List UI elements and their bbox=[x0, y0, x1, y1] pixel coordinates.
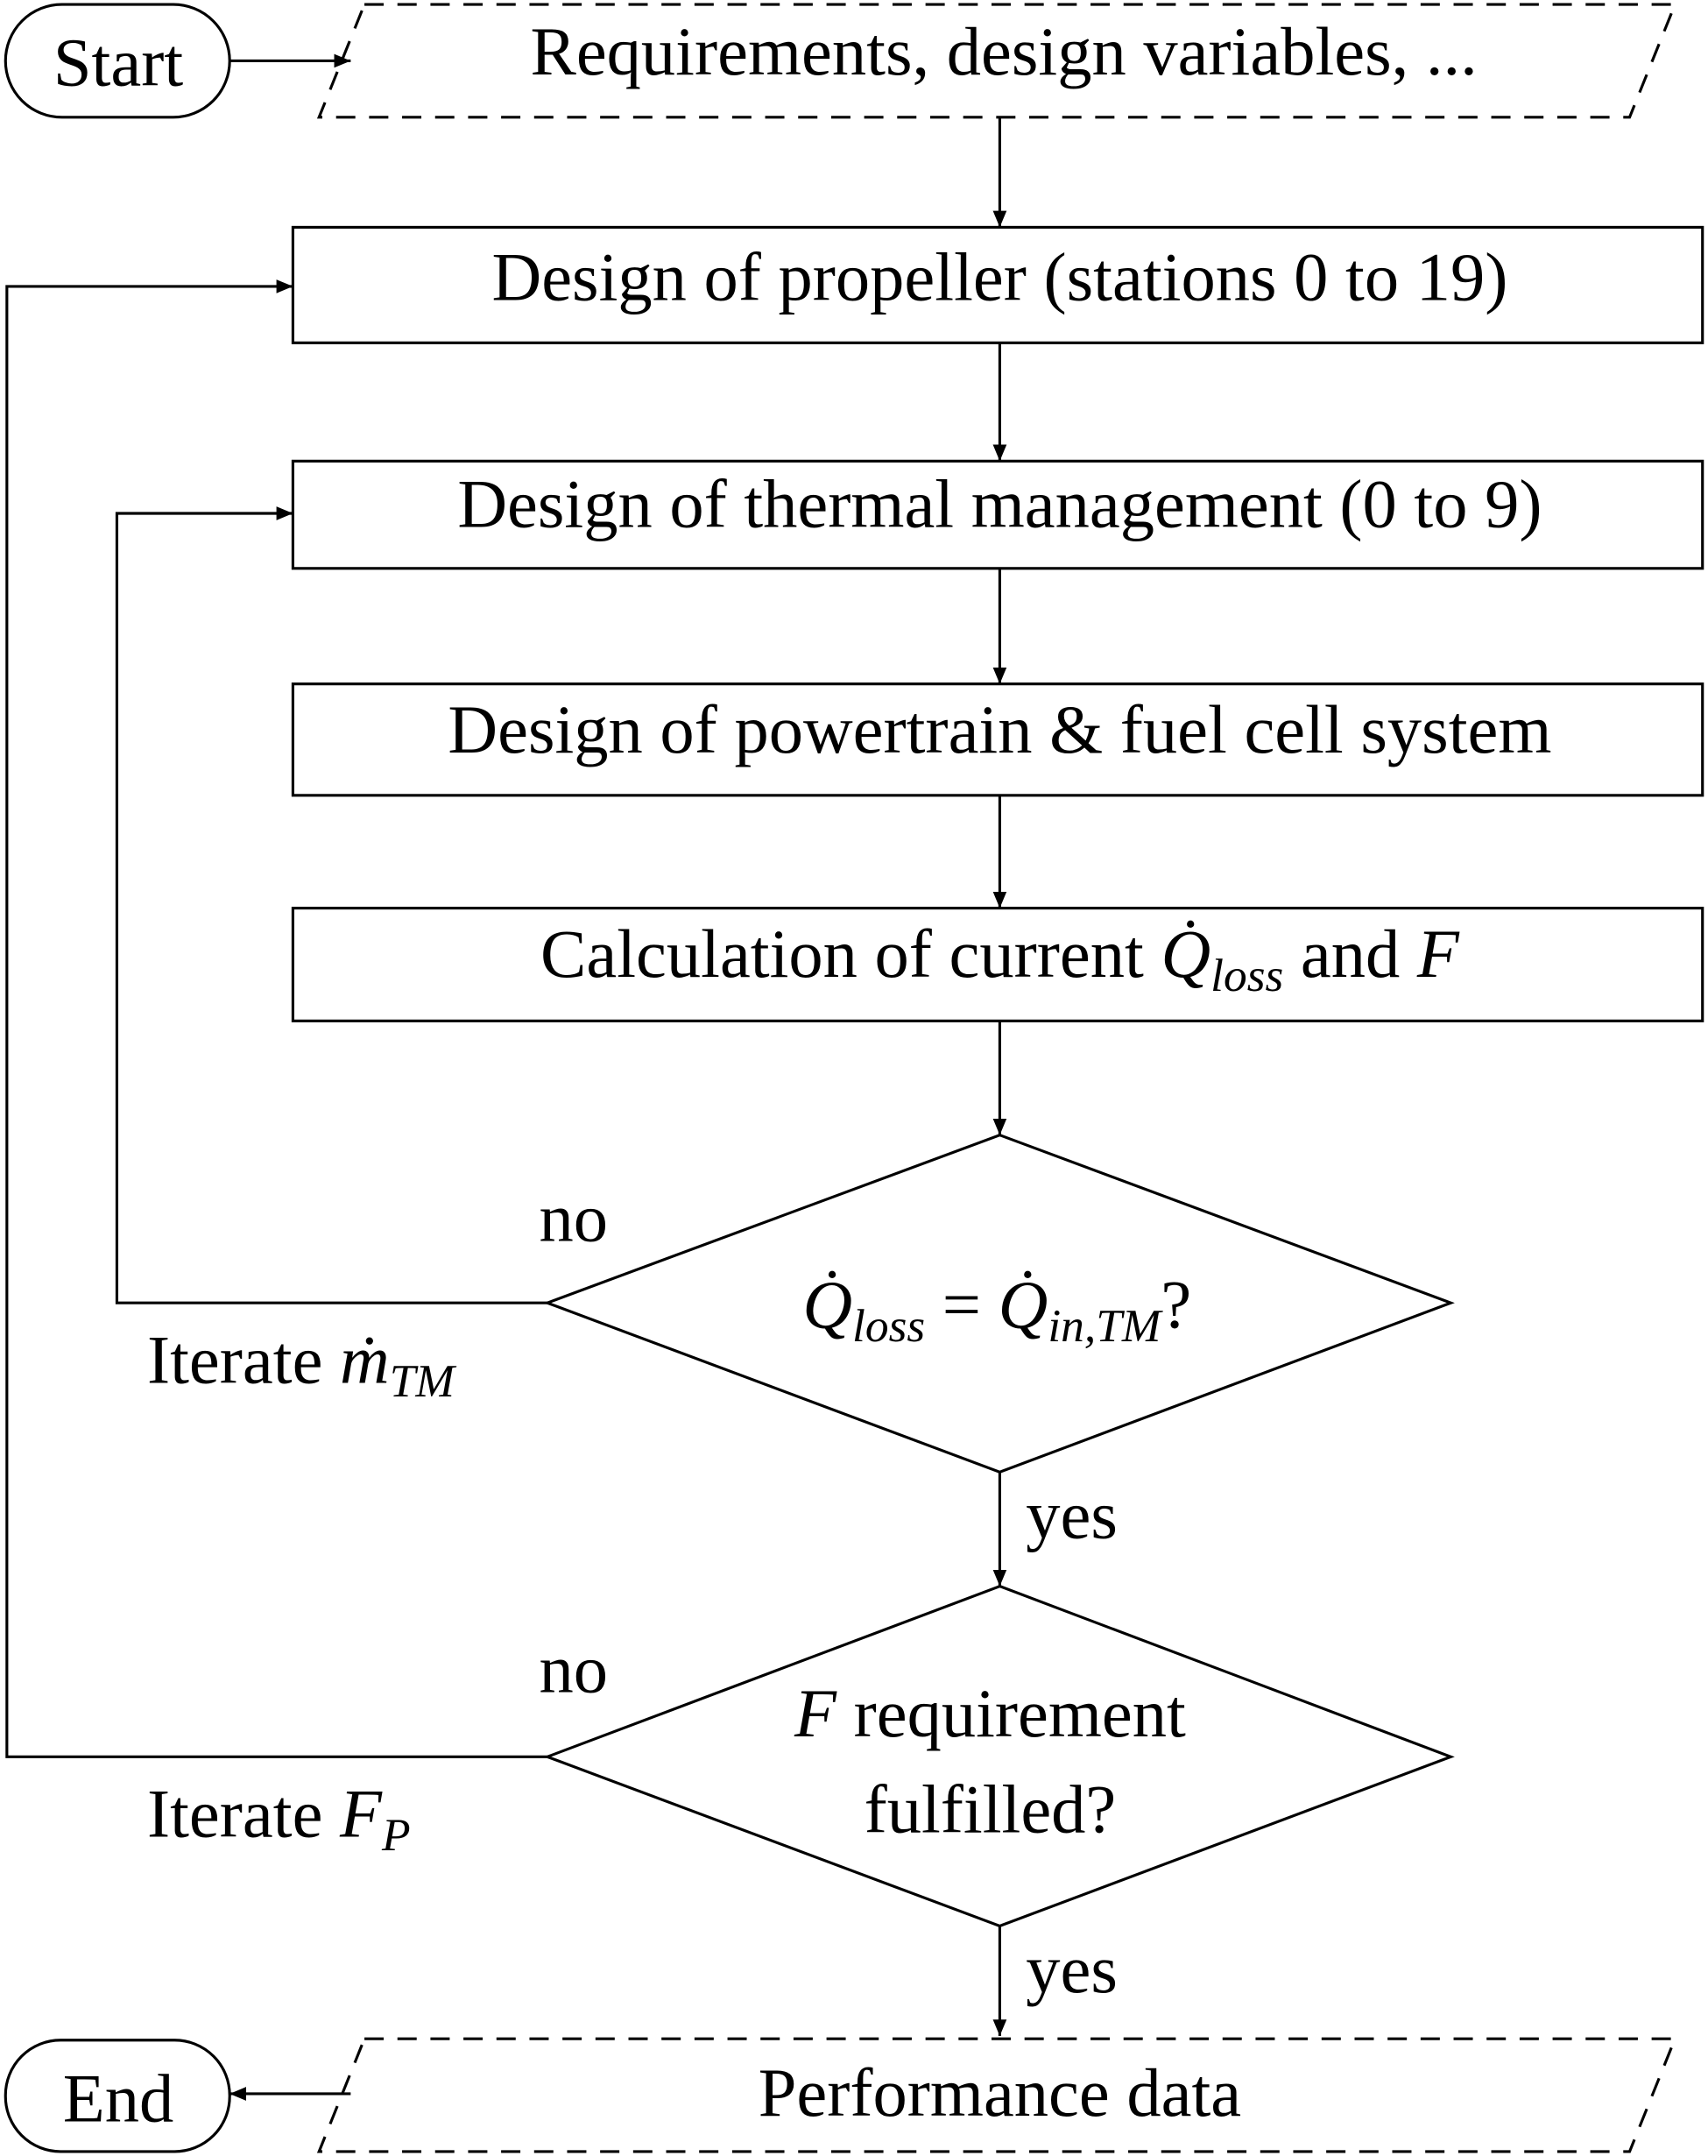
step-label: Design of propeller (stations 0 to 19) bbox=[492, 239, 1508, 315]
iterate-thrust-label: Iterate FP bbox=[147, 1775, 411, 1861]
decision2-yes: yes bbox=[1026, 1931, 1118, 2007]
end-terminal: End bbox=[4, 2039, 231, 2153]
start-label: Start bbox=[53, 25, 183, 101]
decision2-line2: fulfilled? bbox=[865, 1771, 1117, 1848]
end-label: End bbox=[63, 2060, 173, 2136]
loop-arrow-propeller bbox=[5, 279, 547, 1758]
output-data-node: Performance data bbox=[316, 2037, 1677, 2153]
decision1-label: Q̇loss = Q̇in,TM? bbox=[802, 1266, 1191, 1352]
loop-arrow-thermal bbox=[115, 506, 547, 1304]
decision1-yes: yes bbox=[1026, 1477, 1118, 1553]
output-label: Performance data bbox=[759, 2054, 1241, 2131]
step-thermal-management-design: Design of thermal management (0 to 9) bbox=[291, 459, 1704, 570]
start-terminal: Start bbox=[4, 3, 231, 119]
decision-heat-balance: Q̇loss = Q̇in,TM? bbox=[543, 1133, 1455, 1474]
decision2-no: no bbox=[539, 1631, 608, 1707]
step-label: Design of thermal management (0 to 9) bbox=[457, 466, 1542, 542]
step-label: Design of powertrain & fuel cell system bbox=[448, 691, 1551, 767]
calc-label: Calculation of current Q̇loss and F bbox=[540, 915, 1460, 1001]
step-propeller-design: Design of propeller (stations 0 to 19) bbox=[291, 225, 1704, 344]
input-label: Requirements, design variables, ... bbox=[530, 13, 1477, 89]
step-calculation: Calculation of current Q̇loss and F bbox=[291, 907, 1704, 1022]
decision2-line1: F requirement bbox=[794, 1675, 1186, 1751]
decision-thrust-requirement: F requirement fulfilled? bbox=[543, 1584, 1455, 1928]
input-data-node: Requirements, design variables, ... bbox=[316, 3, 1677, 119]
step-powertrain-design: Design of powertrain & fuel cell system bbox=[291, 682, 1704, 797]
iterate-mass-flow-label: Iterate ṁTM bbox=[147, 1321, 456, 1407]
decision1-no: no bbox=[539, 1180, 608, 1256]
